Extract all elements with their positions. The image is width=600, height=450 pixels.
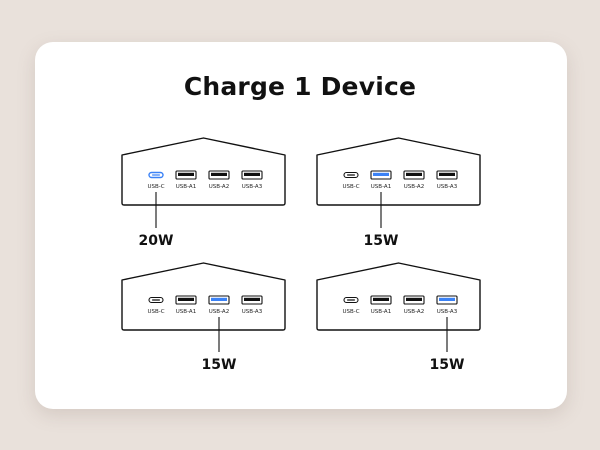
charger-body <box>121 262 286 331</box>
charger-body <box>316 262 481 331</box>
port-label-usb-c: USB-C <box>147 184 164 190</box>
usb-c-contact <box>347 299 355 301</box>
port-label-usb-a2: USB-A2 <box>209 309 229 315</box>
usb-a-contact <box>373 297 389 301</box>
port-label-usb-a3: USB-A3 <box>437 309 458 315</box>
page-title: Charge 1 Device <box>183 72 417 101</box>
charger-body <box>121 137 286 206</box>
port-label-usb-a3: USB-A3 <box>242 309 263 315</box>
usb-a-contact <box>439 172 455 176</box>
usb-a-contact <box>406 297 422 301</box>
charger-panel-1: USB-C USB-A1 USB-A2 USB-A3 20W <box>121 137 286 249</box>
port-label-usb-a3: USB-A3 <box>437 184 458 190</box>
charger-panel-2: USB-C USB-A1 USB-A2 USB-A3 15W <box>316 137 481 249</box>
usb-a-contact <box>211 297 227 301</box>
usb-c-contact <box>347 174 355 176</box>
usb-a-contact <box>211 172 227 176</box>
port-label-usb-a2: USB-A2 <box>404 309 424 315</box>
usb-a-contact <box>406 172 422 176</box>
info-card <box>35 42 567 409</box>
usb-a-contact <box>244 172 260 176</box>
port-label-usb-a3: USB-A3 <box>242 184 263 190</box>
wattage-label: 20W <box>139 233 174 249</box>
port-label-usb-a1: USB-A1 <box>371 184 391 190</box>
usb-c-contact <box>152 299 160 301</box>
port-label-usb-c: USB-C <box>342 309 359 315</box>
charger-body <box>316 137 481 206</box>
usb-a-contact <box>373 172 389 176</box>
usb-a-contact <box>178 297 194 301</box>
port-label-usb-a1: USB-A1 <box>176 184 196 190</box>
port-label-usb-a2: USB-A2 <box>209 184 229 190</box>
wattage-label: 15W <box>430 357 465 373</box>
usb-a-contact <box>439 297 455 301</box>
port-label-usb-a1: USB-A1 <box>176 309 196 315</box>
wattage-label: 15W <box>364 233 399 249</box>
usb-a-contact <box>244 297 260 301</box>
charger-panel-3: USB-C USB-A1 USB-A2 USB-A3 15W <box>121 262 286 373</box>
usb-c-contact <box>152 174 160 176</box>
port-label-usb-c: USB-C <box>147 309 164 315</box>
charger-panel-4: USB-C USB-A1 USB-A2 USB-A3 15W <box>316 262 481 373</box>
port-label-usb-a2: USB-A2 <box>404 184 424 190</box>
usb-a-contact <box>178 172 194 176</box>
port-label-usb-c: USB-C <box>342 184 359 190</box>
wattage-label: 15W <box>202 357 237 373</box>
port-label-usb-a1: USB-A1 <box>371 309 391 315</box>
